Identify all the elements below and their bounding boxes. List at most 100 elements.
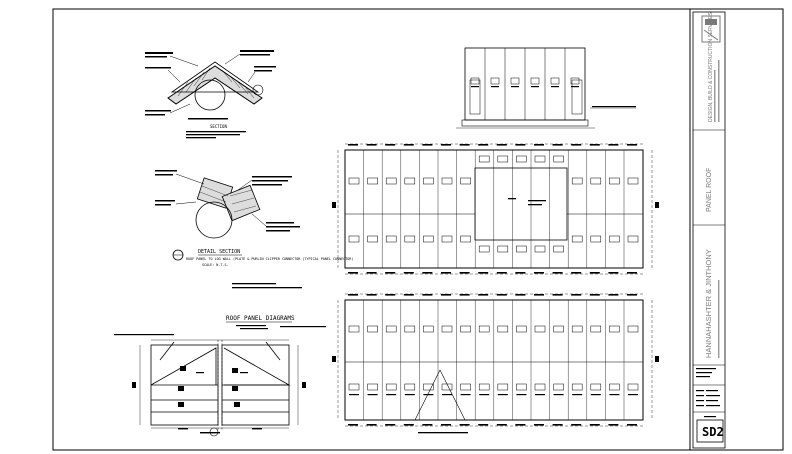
panel-tag: [423, 325, 434, 333]
panel-tag-note: [404, 394, 415, 396]
dim-tick: [459, 272, 470, 274]
panel-tag: [423, 383, 434, 391]
panel-tag: [470, 77, 480, 85]
panel-tag-note: [497, 394, 508, 396]
panel-tag: [516, 155, 527, 163]
dim-tick: [534, 294, 544, 296]
panel-tag-note: [511, 86, 519, 88]
roof-framing-plan-lower: [332, 293, 659, 434]
panel-tag: [516, 245, 527, 253]
detail-scale: SCALE: N.T.S.: [202, 263, 229, 267]
panel-tag-note: [590, 394, 601, 396]
panel-tag: [460, 235, 471, 243]
panel-tag: [590, 235, 602, 243]
panel-tag-note: [367, 394, 378, 396]
dim-tick: [627, 294, 637, 296]
dim-tick: [496, 424, 507, 426]
panel-tag: [497, 245, 509, 253]
detail-title: DETAIL SECTION: [198, 249, 240, 255]
panel-tag: [609, 177, 620, 185]
panel-tag: [516, 383, 527, 391]
panel-tag: [348, 177, 360, 185]
dim-tick: [459, 424, 470, 426]
panel-tag: [441, 325, 453, 333]
panel-tag: [553, 383, 564, 391]
dim-tick: [366, 424, 377, 426]
panel-tag: [627, 177, 639, 185]
panel-tag: [348, 325, 360, 333]
panel-tag: [478, 325, 490, 333]
panel-tag-note: [460, 394, 471, 396]
panel-tag: [497, 383, 509, 391]
panel-tag: [404, 177, 416, 185]
dim-tick: [385, 424, 396, 426]
connector-detail: DETAIL SECTION ROOF PANEL TO LOG WALL (P…: [155, 170, 353, 289]
dim-tick: [403, 294, 414, 296]
detail-note: ROOF PANEL TO LOG WALL (PLATE & PURLIN C…: [186, 257, 353, 261]
panel-tag-note: [572, 394, 583, 396]
dim-tick: [608, 294, 619, 296]
project-name: HANNAHASHTER & JINTHONY: [704, 249, 713, 358]
panel-tag-note: [471, 86, 479, 88]
panel-tag: [534, 155, 546, 163]
panel-tag: [367, 325, 378, 333]
dim-tick: [608, 272, 619, 274]
panel-tag: [516, 325, 527, 333]
panel-tag: [441, 177, 453, 185]
dim-tick: [385, 294, 396, 296]
panel-tag: [460, 383, 471, 391]
dim-tick: [627, 144, 637, 146]
dim-tick: [478, 272, 489, 274]
dim-tick: [534, 144, 544, 146]
dim-tick: [459, 144, 470, 146]
dim-tick: [366, 272, 377, 274]
dim-tick: [552, 272, 563, 274]
dim-tick: [348, 294, 358, 296]
dim-tick: [441, 424, 451, 426]
panel-tag: [367, 177, 378, 185]
dim-tick: [627, 424, 637, 426]
panel-tag-note: [571, 86, 579, 88]
dim-tick: [348, 424, 358, 426]
panel-tag: [404, 235, 416, 243]
panel-tag-note: [442, 394, 452, 396]
dim-tick: [608, 424, 619, 426]
dim-tick: [478, 144, 489, 146]
panel-tag: [553, 245, 564, 253]
panel-tag: [478, 383, 490, 391]
panel-tag-note: [553, 394, 564, 396]
dim-tick: [422, 294, 433, 296]
dim-tick: [571, 272, 582, 274]
panel-tag-note: [479, 394, 490, 396]
dim-tick: [589, 144, 600, 146]
panel-tag: [497, 155, 509, 163]
panel-tag: [385, 383, 397, 391]
panel-tag: [478, 155, 490, 163]
panel-tag: [423, 177, 434, 185]
dim-tick: [348, 144, 358, 146]
panel-tag: [530, 77, 540, 85]
panel-tag: [534, 325, 546, 333]
sheet-title: PANEL ROOF: [706, 168, 713, 212]
dim-tick: [422, 272, 433, 274]
section-detail: SECTION: [145, 50, 276, 139]
panel-tag: [534, 245, 546, 253]
dim-tick: [515, 144, 526, 146]
sheet-border: [52, 8, 784, 451]
dim-tick: [403, 144, 414, 146]
panel-tag: [460, 177, 471, 185]
panel-tag: [367, 235, 378, 243]
roof-panel-elevation: [456, 47, 636, 129]
dim-tick: [385, 144, 396, 146]
panel-tag: [609, 325, 620, 333]
panel-tag-note: [628, 394, 638, 396]
dim-tick: [459, 294, 470, 296]
panel-tag: [404, 383, 416, 391]
dim-tick: [366, 144, 377, 146]
panel-tag: [609, 383, 620, 391]
dim-tick: [571, 424, 582, 426]
dim-tick: [571, 294, 582, 296]
panel-tag: [553, 325, 564, 333]
panel-tag: [590, 177, 602, 185]
